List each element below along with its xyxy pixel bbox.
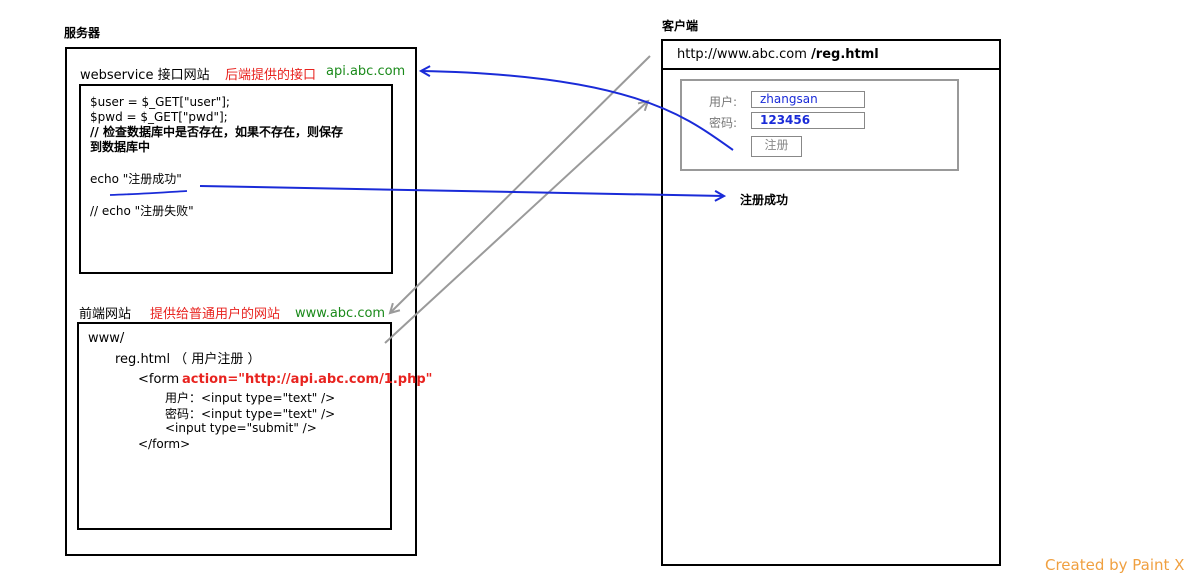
- frontend-label: 前端网站: [79, 307, 132, 322]
- webservice-code-box: [79, 84, 393, 274]
- code-line: echo "注册成功": [90, 172, 182, 186]
- code-line: [90, 189, 343, 204]
- gray-arrow-request: [390, 55, 651, 313]
- frontend-domain: www.abc.com: [295, 306, 386, 321]
- url-base: http://www.abc.com: [677, 47, 812, 62]
- webservice-label: webservice 接口网站: [80, 68, 210, 83]
- form-close: </form>: [138, 437, 191, 451]
- form-input-submit: <input type="submit" />: [165, 421, 317, 435]
- frontend-dir: www/: [88, 331, 125, 346]
- frontend-code-box: [77, 322, 392, 530]
- code-line: [90, 155, 343, 170]
- form-input-user: 用户：<input type="text" />: [165, 391, 336, 405]
- address-bar[interactable]: http://www.abc.com /reg.html: [677, 47, 879, 62]
- address-bar-divider: [661, 68, 1001, 70]
- code-line: $user = $_GET["user"];: [90, 95, 230, 109]
- form-open: <form: [138, 372, 180, 387]
- pwd-input[interactable]: 123456: [751, 112, 865, 129]
- register-button[interactable]: 注册: [751, 136, 802, 157]
- result-text: 注册成功: [740, 193, 789, 207]
- code-line: // echo "注册失败": [90, 204, 194, 218]
- code-line: $pwd = $_GET["pwd"];: [90, 110, 228, 124]
- code-line: 到数据库中: [90, 140, 151, 154]
- code-line: // 检查数据库中是否存在，如果不存在，则保存: [90, 125, 343, 139]
- webservice-note: 后端提供的接口: [225, 68, 317, 83]
- server-title: 服务器: [64, 26, 101, 40]
- url-path: /reg.html: [811, 47, 879, 62]
- frontend-note: 提供给普通用户的网站: [150, 307, 281, 322]
- form-action: action="http://api.abc.com/1.php": [182, 372, 433, 387]
- form-input-pwd: 密码：<input type="text" />: [165, 407, 336, 421]
- frontend-file: reg.html （ 用户注册 ）: [115, 352, 261, 367]
- watermark: Created by Paint X: [1045, 556, 1185, 574]
- user-input[interactable]: zhangsan: [751, 91, 865, 108]
- user-label: 用户:: [709, 95, 738, 109]
- webservice-domain: api.abc.com: [326, 64, 406, 79]
- gray-arrow-response: [384, 101, 648, 344]
- webservice-code: $user = $_GET["user"]; $pwd = $_GET["pwd…: [90, 95, 343, 219]
- pwd-label: 密码:: [709, 116, 738, 130]
- client-title: 客户端: [662, 19, 699, 33]
